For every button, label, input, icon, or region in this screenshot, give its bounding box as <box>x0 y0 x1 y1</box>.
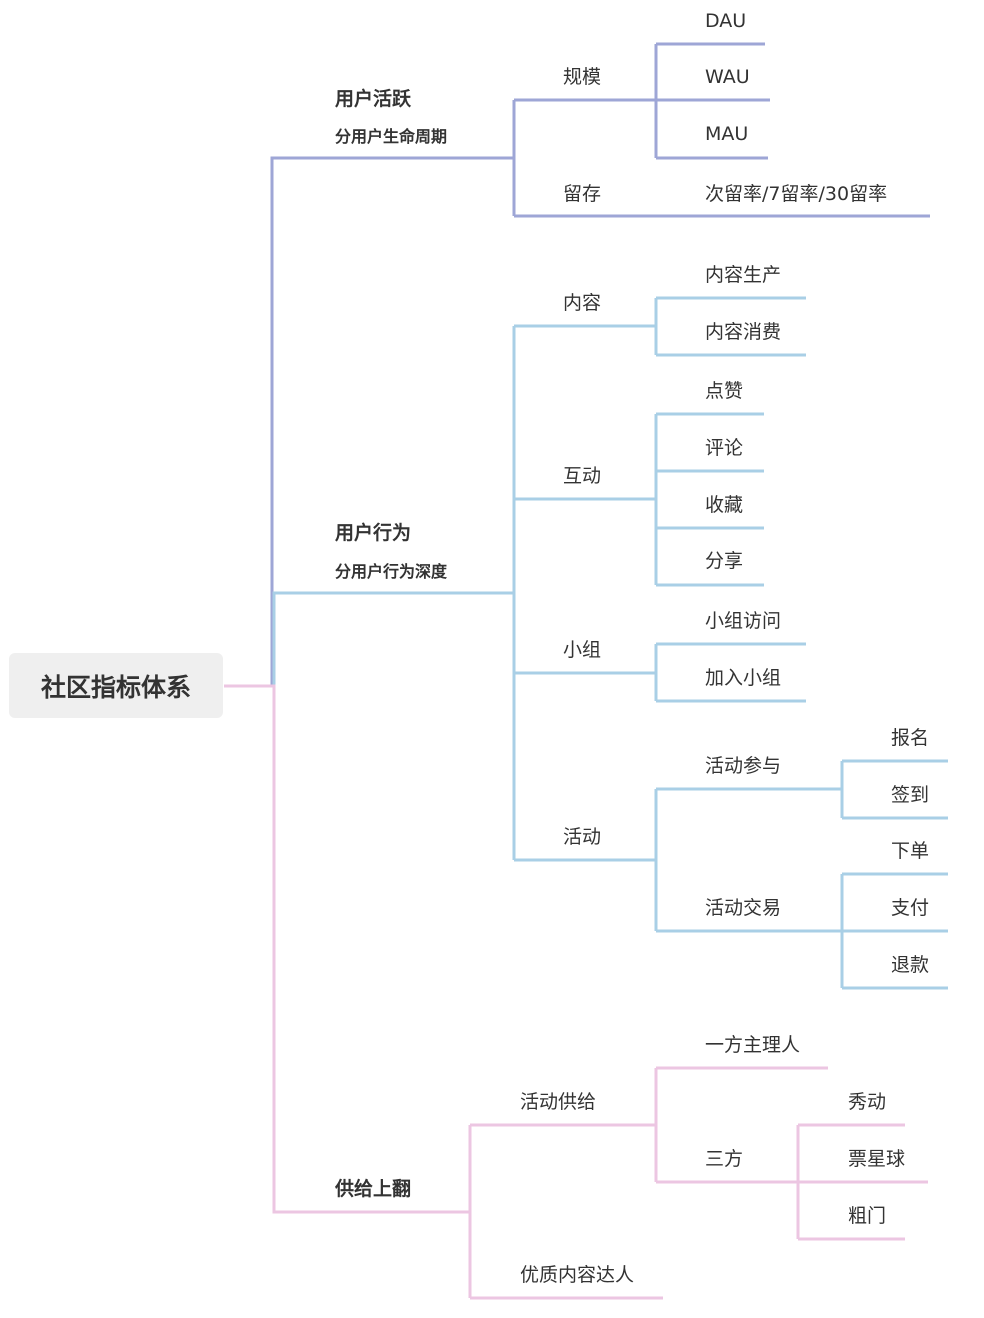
node-order[interactable]: 下单 <box>891 840 930 862</box>
node-group-visit[interactable]: 小组访问 <box>705 610 782 632</box>
node-first-party[interactable]: 一方主理人 <box>705 1034 801 1056</box>
node-group-join[interactable]: 加入小组 <box>705 667 782 689</box>
node-refund[interactable]: 退款 <box>891 954 930 976</box>
node-like[interactable]: 点赞 <box>705 380 744 402</box>
node-share[interactable]: 分享 <box>705 550 744 572</box>
node-pay[interactable]: 支付 <box>891 897 930 919</box>
branch-supply-title[interactable]: 供给上翻 <box>335 1178 412 1200</box>
node-activity-trade[interactable]: 活动交易 <box>705 897 782 919</box>
node-group[interactable]: 小组 <box>563 639 602 661</box>
node-scale[interactable]: 规模 <box>563 66 602 88</box>
node-piaoxingqiu[interactable]: 票星球 <box>848 1148 906 1170</box>
node-retention-rates[interactable]: 次留率/7留率/30留率 <box>705 183 888 205</box>
connector-root-to-active <box>224 156 514 688</box>
branch-behavior-title[interactable]: 用户行为 <box>335 522 412 544</box>
node-comment[interactable]: 评论 <box>705 437 744 459</box>
node-mau[interactable]: MAU <box>705 123 749 145</box>
node-content-consumption[interactable]: 内容消费 <box>705 321 782 343</box>
node-checkin[interactable]: 签到 <box>891 784 930 806</box>
node-dau[interactable]: DAU <box>705 10 747 32</box>
connector-root-to-supply <box>224 684 470 1214</box>
node-activity-supply[interactable]: 活动供给 <box>520 1091 597 1113</box>
branch-behavior-subtitle: 分用户行为深度 <box>335 562 448 581</box>
node-content[interactable]: 内容 <box>563 292 602 314</box>
node-interaction[interactable]: 互动 <box>563 465 602 487</box>
node-wau[interactable]: WAU <box>705 66 750 88</box>
node-cumen[interactable]: 粗门 <box>848 1205 887 1227</box>
node-activity[interactable]: 活动 <box>563 826 602 848</box>
node-retention[interactable]: 留存 <box>563 183 602 205</box>
node-signup[interactable]: 报名 <box>891 727 930 749</box>
node-content-production[interactable]: 内容生产 <box>705 264 782 286</box>
branch-active-subtitle: 分用户生命周期 <box>335 127 448 146</box>
node-favorite[interactable]: 收藏 <box>705 494 744 516</box>
connector-root-to-behavior <box>224 591 514 688</box>
node-showstart[interactable]: 秀动 <box>848 1091 887 1113</box>
node-quality-creators[interactable]: 优质内容达人 <box>520 1264 635 1286</box>
node-activity-participate[interactable]: 活动参与 <box>705 755 782 777</box>
branch-active-title[interactable]: 用户活跃 <box>335 88 412 110</box>
root-node[interactable]: 社区指标体系 <box>9 653 223 718</box>
node-third-party[interactable]: 三方 <box>705 1148 744 1170</box>
